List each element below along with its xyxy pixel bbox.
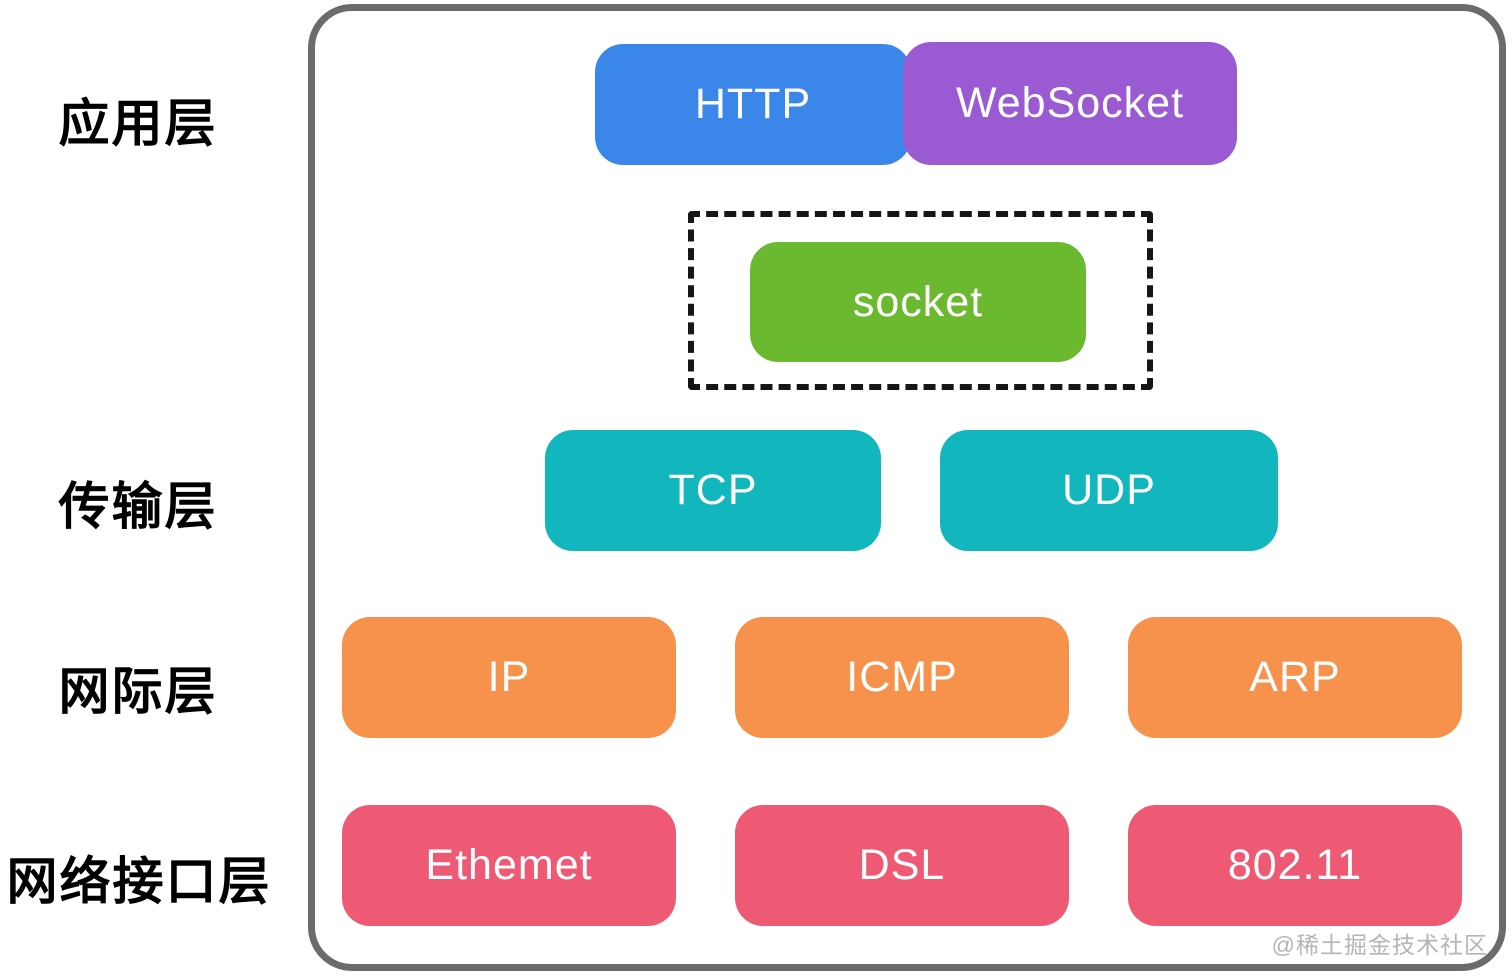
node-icmp: ICMP <box>735 617 1069 738</box>
layer-label-application: 应用层 <box>58 95 218 152</box>
layer-label-network-interface: 网络接口层 <box>6 853 272 910</box>
node-websocket: WebSocket <box>903 42 1237 165</box>
socket-dashed-boundary <box>688 211 1153 390</box>
node-tcp: TCP <box>545 430 881 551</box>
node-udp: UDP <box>940 430 1278 551</box>
node-socket: socket <box>750 242 1086 362</box>
node-arp: ARP <box>1128 617 1462 738</box>
node-http: HTTP <box>595 44 911 165</box>
node-ethernet: Ethemet <box>342 805 676 926</box>
layer-label-transport: 传输层 <box>58 478 218 535</box>
layer-label-internet: 网际层 <box>58 663 218 720</box>
node-dsl: DSL <box>735 805 1069 926</box>
watermark: @稀土掘金技术社区 <box>1271 932 1488 958</box>
node-802-11: 802.11 <box>1128 805 1462 926</box>
node-ip: IP <box>342 617 676 738</box>
